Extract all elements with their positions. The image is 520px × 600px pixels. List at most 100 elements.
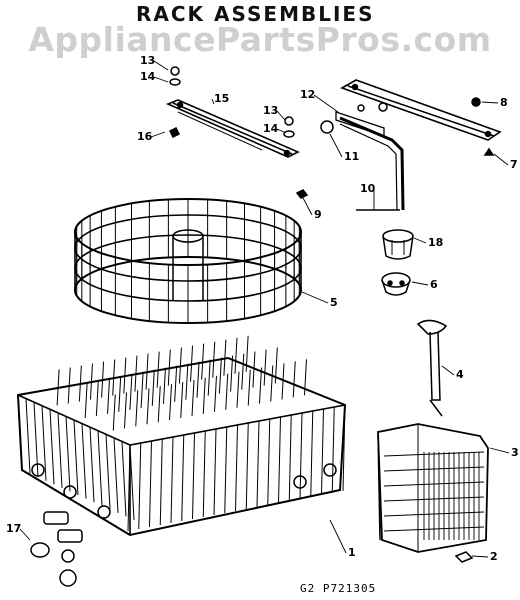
- rack-wire: [256, 420, 260, 508]
- basket-slot: [383, 481, 485, 487]
- rack-wire: [89, 427, 95, 503]
- rack-tine: [234, 337, 238, 374]
- rack-tine: [223, 339, 227, 376]
- rack-tine: [230, 355, 234, 392]
- rack-tine: [190, 345, 194, 382]
- rack-tine: [207, 359, 211, 396]
- rack-wire: [170, 436, 174, 524]
- callout-8: 8: [500, 96, 508, 109]
- rack-wire: [127, 444, 131, 532]
- rack-tine: [124, 392, 127, 429]
- rack-tine: [67, 367, 71, 404]
- rack-tine: [174, 365, 178, 402]
- basket-slot: [383, 511, 485, 517]
- callout-17: 17: [6, 522, 22, 535]
- rack-tine: [178, 347, 182, 384]
- callout-2: 2: [490, 550, 498, 563]
- rack-tine: [157, 386, 161, 423]
- part-15-track-left: [165, 99, 300, 158]
- rack-tine: [140, 371, 144, 408]
- rack-wire: [65, 416, 71, 492]
- basket-slot: [383, 526, 485, 532]
- rack-wire: [278, 416, 281, 504]
- callout-14: 14: [140, 70, 156, 83]
- rack-tine: [84, 381, 88, 419]
- callout-9: 9: [314, 208, 322, 221]
- rack-wire: [245, 422, 249, 510]
- rack-wire: [213, 428, 217, 516]
- rack-tine: [241, 353, 245, 390]
- rack-tine: [156, 351, 160, 388]
- rack-tine: [151, 369, 155, 406]
- leader-line: [329, 519, 347, 554]
- callout-16: 16: [137, 130, 153, 143]
- part-6-hub-base: [381, 272, 411, 296]
- part-5-round-basket: [74, 198, 302, 324]
- rack-wire: [342, 404, 346, 492]
- rack-tine: [167, 349, 171, 386]
- rack-wire: [57, 412, 63, 488]
- part-track-right: [340, 79, 502, 141]
- rack-tine: [292, 361, 296, 398]
- part-10-feed-tube: [335, 111, 405, 211]
- callout-14: 14: [263, 122, 279, 135]
- rack-wire: [224, 426, 228, 514]
- callout-3: 3: [511, 446, 519, 459]
- leader-line: [329, 133, 343, 158]
- rack-tine: [225, 373, 229, 410]
- callout-1: 1: [348, 546, 356, 559]
- rack-wire: [25, 398, 31, 474]
- rack-tine: [129, 373, 133, 410]
- rack-tine: [107, 377, 111, 414]
- leader-line: [441, 365, 455, 376]
- rack-tine: [146, 388, 150, 425]
- rack-tine: [78, 365, 82, 402]
- rack-tine: [180, 382, 184, 419]
- rack-wire: [267, 418, 271, 506]
- rack-wire: [138, 442, 142, 530]
- rack-tine: [101, 361, 105, 398]
- watermark-text: AppliancePartsPros.com: [28, 20, 492, 59]
- rack-wire: [331, 406, 335, 494]
- leader-line: [493, 153, 509, 166]
- rack-tine: [112, 359, 116, 396]
- callout-13: 13: [263, 104, 279, 117]
- rack-tine: [112, 394, 116, 431]
- rack-wire: [97, 430, 103, 506]
- rack-tine: [56, 369, 60, 406]
- callout-11: 11: [344, 150, 360, 163]
- leader-line: [211, 98, 215, 105]
- rack-wire: [49, 409, 55, 485]
- rack-tine: [162, 367, 166, 404]
- leader-line: [153, 76, 169, 83]
- callout-15: 15: [214, 92, 230, 105]
- rack-tine: [212, 341, 216, 378]
- rack-tine: [252, 351, 256, 388]
- callout-7: 7: [510, 158, 518, 171]
- rack-wire: [192, 432, 195, 520]
- callout-4: 4: [456, 368, 464, 381]
- rack-tine: [202, 377, 206, 414]
- rack-wire: [41, 405, 47, 481]
- rack-tine: [95, 379, 99, 416]
- rack-tine: [196, 361, 200, 398]
- callout-18: 18: [428, 236, 444, 249]
- leader-line: [489, 447, 510, 454]
- rack-wire: [288, 414, 292, 502]
- diagram-title: RACK ASSEMBLIES: [136, 2, 375, 26]
- rack-wire: [73, 419, 79, 496]
- basket-slot: [383, 496, 485, 502]
- rack-tine: [185, 363, 189, 400]
- part-1-lower-rack: [16, 335, 347, 537]
- rack-wire: [129, 444, 135, 521]
- callout-10: 10: [360, 182, 376, 195]
- rack-tine: [270, 365, 274, 402]
- rack-tine: [274, 347, 278, 384]
- rack-tine: [134, 355, 138, 392]
- rack-tine: [123, 357, 127, 394]
- rack-tine: [89, 363, 93, 400]
- part-2-clip: [454, 551, 474, 563]
- rack-wire: [310, 410, 314, 498]
- part-17-rollers: [30, 511, 83, 587]
